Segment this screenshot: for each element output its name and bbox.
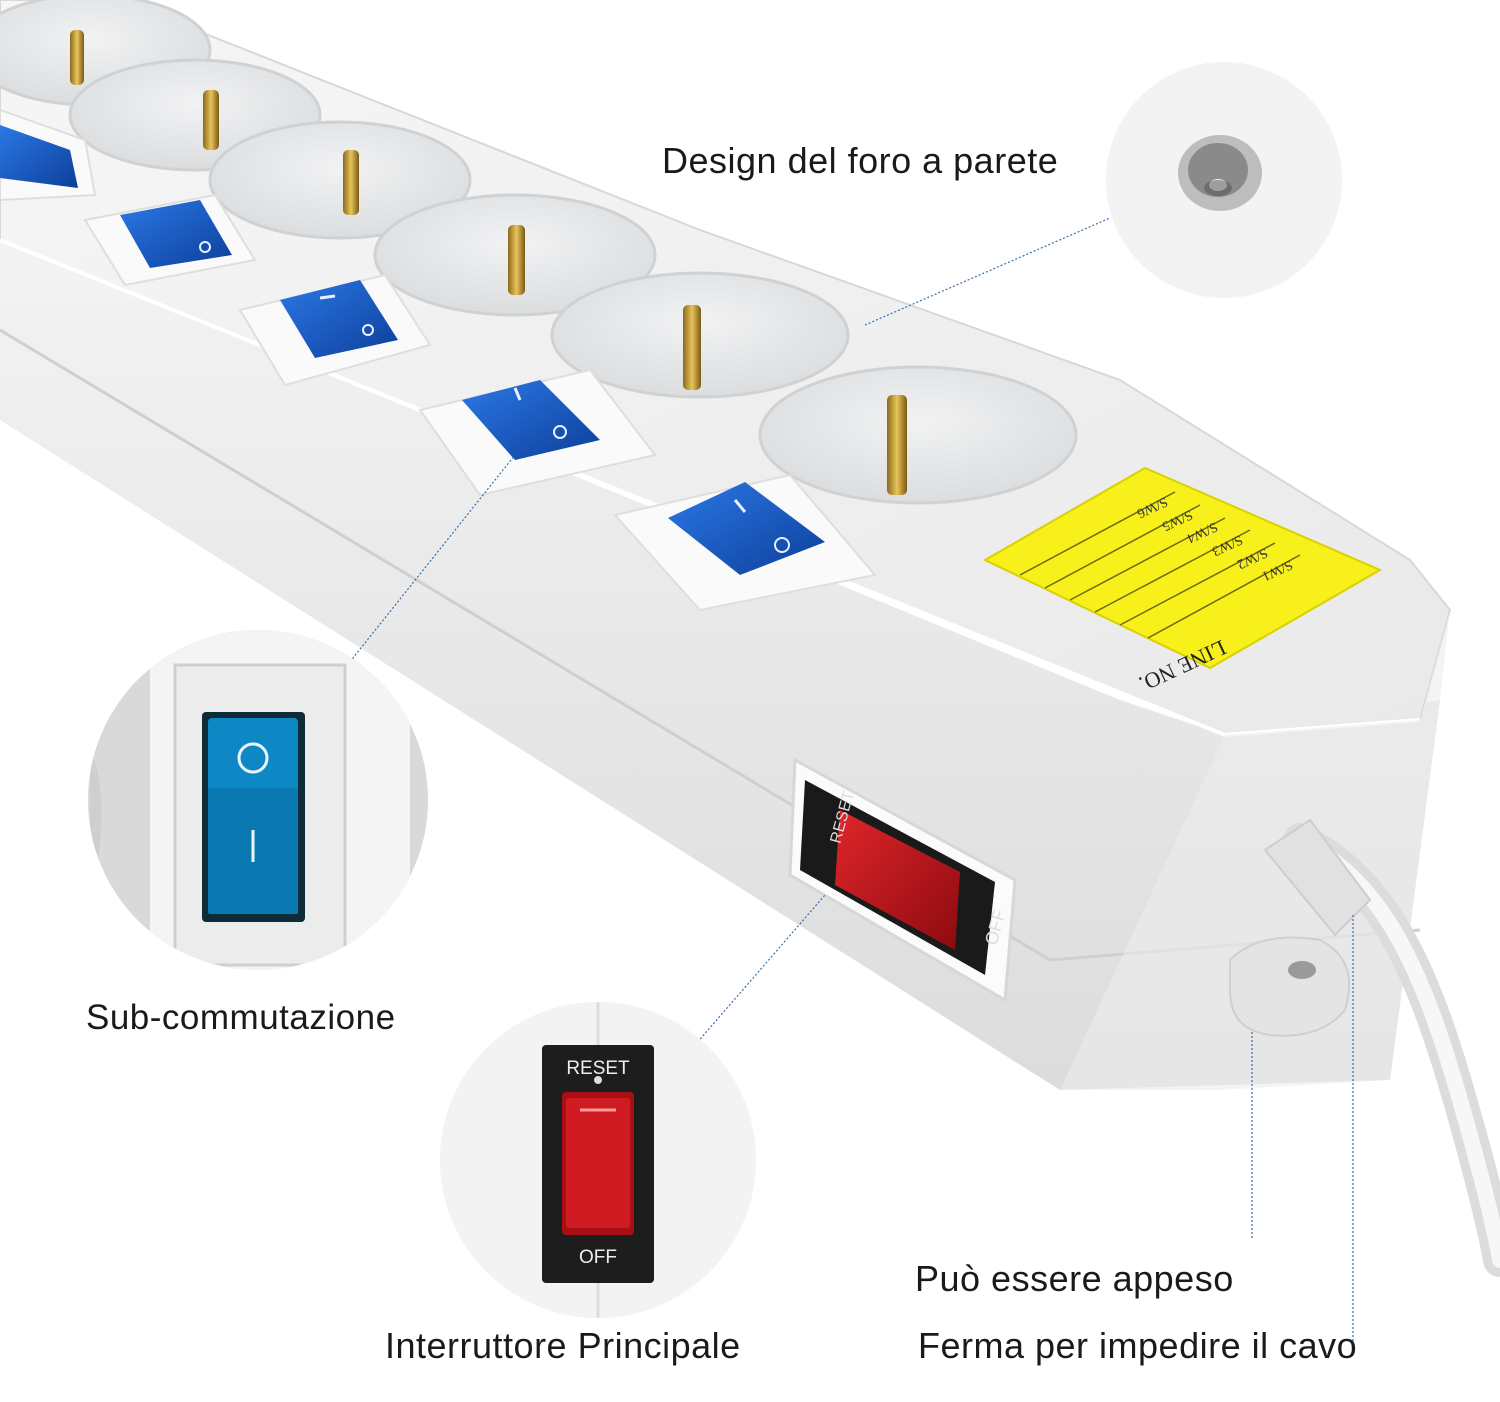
sub-switch-row — [0, 108, 877, 612]
sub-switch-detail-callout — [88, 630, 428, 970]
wall-hole-detail-callout — [1106, 62, 1342, 298]
socket — [758, 365, 1078, 505]
main-switch-zoom-off-text: OFF — [579, 1247, 617, 1268]
caption-hangable: Può essere appeso — [915, 1258, 1234, 1299]
power-strip: LINE NO. RESET OFF — [0, 0, 1500, 1277]
cable-strain-relief — [1263, 818, 1372, 937]
main-switch-zoom-reset-text: RESET — [566, 1058, 630, 1079]
caption-cable-stop: Ferma per impedire il cavo — [918, 1325, 1358, 1366]
power-cable — [1263, 818, 1500, 1277]
socket — [208, 120, 472, 240]
sub-switch-zoom-off-symbol — [237, 742, 269, 774]
hanging-hole — [1288, 961, 1316, 979]
strip-side-face — [0, 240, 1440, 1090]
main-switch-detail-callout: RESET OFF — [440, 1002, 756, 1318]
strip-end-cap — [1060, 610, 1450, 1090]
sub-switch-2[interactable] — [83, 193, 257, 287]
hanging-tab — [1229, 936, 1351, 1037]
main-switch[interactable]: RESET OFF — [788, 757, 1017, 1003]
leader-line-wall-hole — [864, 217, 1111, 326]
socket — [373, 193, 657, 317]
sub-switch-1[interactable] — [0, 108, 97, 202]
socket — [550, 271, 850, 399]
caption-wall-hole-design: Design del foro a parete — [662, 140, 1059, 181]
sub-switch-4[interactable] — [418, 368, 657, 497]
caption-sub-switching: Sub-commutazione — [86, 998, 396, 1037]
sub-switch-3[interactable] — [238, 273, 432, 387]
socket-row — [0, 0, 1078, 505]
leader-line-sub-switch — [344, 454, 516, 669]
leader-line-main-switch — [694, 894, 826, 1046]
caption-main-switch: Interruttore Principale — [385, 1325, 741, 1366]
sub-switch-5[interactable] — [613, 473, 877, 612]
